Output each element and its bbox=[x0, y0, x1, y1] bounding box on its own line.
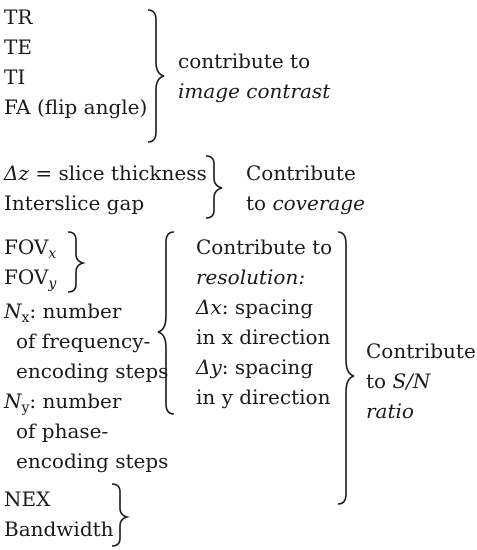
slice-thickness-text: = slice thickness bbox=[28, 161, 207, 185]
label-coverage-prefix: to bbox=[246, 191, 273, 215]
label-sn-line1: Contribute bbox=[366, 339, 476, 363]
label-resolution-line1: Contribute to bbox=[196, 235, 333, 259]
item-ny-line2: of phase- bbox=[16, 419, 109, 443]
brace-resolution-open bbox=[157, 231, 175, 415]
label-dy-line1: Δy: spacing bbox=[196, 352, 313, 382]
label-coverage-italic: coverage bbox=[272, 191, 365, 215]
item-nx-line1: Nx: number bbox=[4, 296, 121, 326]
fovx-sub: x bbox=[48, 246, 57, 262]
dy-rest: : spacing bbox=[221, 355, 314, 379]
item-nx-line3: encoding steps bbox=[16, 359, 169, 383]
nx-text-1: : number bbox=[29, 299, 122, 323]
brace-coverage bbox=[205, 155, 223, 219]
nx-sub: x bbox=[21, 310, 30, 326]
item-tr: TR bbox=[4, 5, 33, 29]
label-sn-italic: S/N bbox=[392, 369, 431, 393]
item-te: TE bbox=[4, 35, 32, 59]
fovy-sub: y bbox=[48, 276, 57, 292]
item-interslice-gap: Interslice gap bbox=[4, 191, 145, 215]
label-coverage-line2: to coverage bbox=[246, 188, 365, 218]
delta-x-symbol: Δx bbox=[196, 295, 222, 319]
label-dy-line2: in y direction bbox=[196, 385, 331, 409]
fovy-base: FOV bbox=[4, 265, 49, 289]
nx-base: N bbox=[4, 299, 22, 323]
item-ti: TI bbox=[4, 65, 26, 89]
item-ny-line3: encoding steps bbox=[16, 449, 169, 473]
label-contrast-line2: image contrast bbox=[178, 79, 331, 103]
ny-sub: y bbox=[21, 400, 30, 416]
fovx-base: FOV bbox=[4, 235, 49, 259]
item-fa: FA (flip angle) bbox=[4, 95, 148, 119]
dx-rest: : spacing bbox=[221, 295, 314, 319]
item-fov-x: FOVx bbox=[4, 232, 56, 262]
delta-z-symbol: Δz bbox=[4, 161, 29, 185]
item-nex: NEX bbox=[4, 487, 51, 511]
item-slice-thickness: Δz = slice thickness bbox=[4, 158, 207, 188]
delta-y-symbol: Δy bbox=[196, 355, 222, 379]
label-sn-line2: to S/N bbox=[366, 366, 430, 396]
label-contrast-line1: contribute to bbox=[178, 49, 311, 73]
item-bandwidth: Bandwidth bbox=[4, 517, 114, 541]
brace-contrast bbox=[147, 9, 165, 143]
ny-text-1: : number bbox=[29, 389, 122, 413]
brace-fov bbox=[67, 231, 86, 293]
label-resolution-line2: resolution: bbox=[196, 265, 306, 289]
label-dx-line1: Δx: spacing bbox=[196, 292, 313, 322]
label-dx-line2: in x direction bbox=[196, 325, 331, 349]
ny-base: N bbox=[4, 389, 22, 413]
brace-sn bbox=[337, 231, 355, 505]
item-nx-line2: of frequency- bbox=[16, 329, 151, 353]
label-sn-line3: ratio bbox=[366, 399, 414, 423]
label-coverage-line1: Contribute bbox=[246, 161, 356, 185]
item-fov-y: FOVy bbox=[4, 262, 56, 292]
label-sn-prefix: to bbox=[366, 369, 393, 393]
brace-nex-bandwidth bbox=[111, 483, 130, 547]
item-ny-line1: Ny: number bbox=[4, 386, 121, 416]
